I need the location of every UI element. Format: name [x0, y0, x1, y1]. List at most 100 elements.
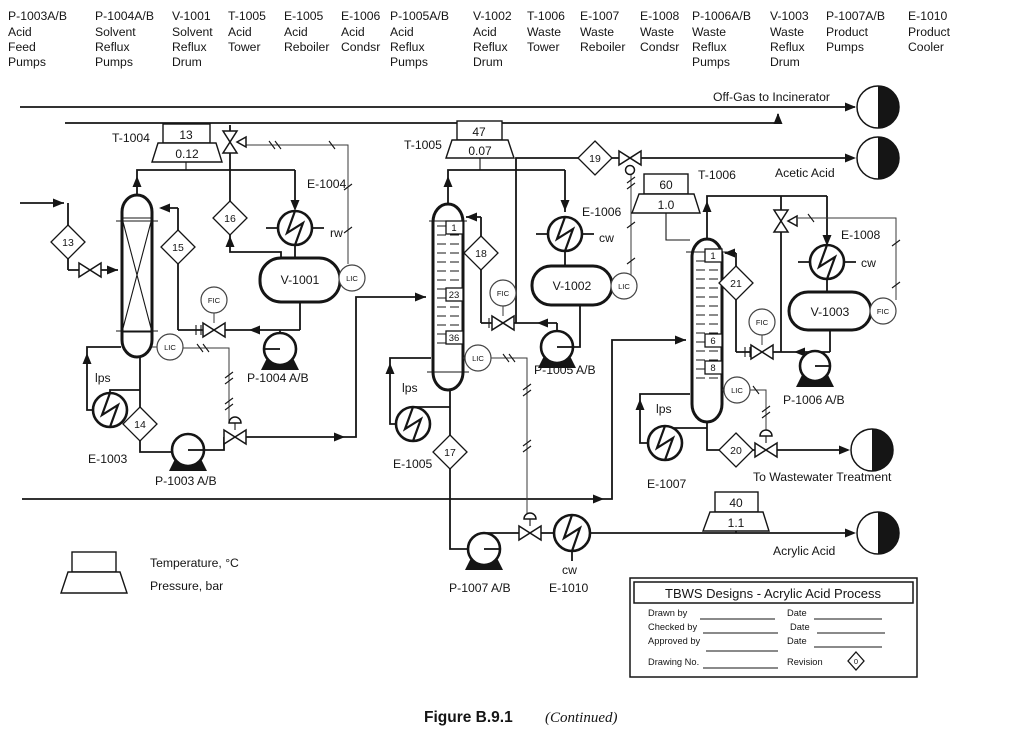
label-acrylic: Acrylic Acid	[773, 544, 835, 558]
flag-t1006-pres: 1.0	[658, 198, 675, 212]
pump-p1007	[465, 531, 503, 570]
valve-p1003-discharge	[223, 416, 247, 446]
valve-acetic-product	[618, 149, 642, 176]
valve-t1004-vent	[221, 130, 247, 154]
stream-20: 20	[730, 445, 742, 457]
label-p1003: P-1003 A/B	[155, 474, 217, 488]
pump-p1005	[538, 329, 576, 368]
svg-text:Waste: Waste	[692, 25, 726, 39]
svg-text:Pumps: Pumps	[95, 55, 133, 69]
svg-text:Acid: Acid	[390, 25, 414, 39]
label-t1005: T-1005	[404, 138, 442, 152]
label-offgas: Off-Gas to Incinerator	[713, 90, 830, 104]
label-e1005: E-1005	[393, 457, 433, 471]
caption-continued: (Continued)	[545, 710, 618, 726]
valve-p1004-reflux	[202, 313, 226, 339]
tb-approved-label: Approved by	[648, 636, 701, 646]
fic-v1003: FIC	[877, 307, 890, 316]
svg-text:Waste: Waste	[527, 25, 561, 39]
svg-text:Reflux: Reflux	[770, 40, 805, 54]
stream-15: 15	[172, 242, 184, 254]
flag-t1004: 13 0.12	[151, 123, 223, 170]
label-e1007: E-1007	[647, 477, 687, 491]
svg-text:Feed: Feed	[8, 40, 36, 54]
figure-caption: Figure B.9.1 (Continued)	[424, 709, 618, 726]
hdr-tag-1: P-1004A/B	[95, 9, 154, 23]
label-t1004: T-1004	[112, 131, 150, 145]
exchanger-e1006	[536, 215, 594, 253]
svg-text:Drum: Drum	[172, 55, 202, 69]
svg-text:Product: Product	[826, 25, 869, 39]
offpage-connectors	[850, 85, 900, 555]
label-e1004: E-1004	[307, 177, 347, 191]
valves	[78, 130, 798, 542]
tb-date-label-2: Date	[790, 622, 810, 632]
lic-t1005: LIC	[472, 354, 484, 363]
tray-number: 1	[451, 223, 456, 234]
svg-text:Cooler: Cooler	[908, 40, 944, 54]
svg-text:Solvent: Solvent	[95, 25, 136, 39]
offpage-wastewater-icon	[850, 428, 894, 472]
offpage-acetic-icon	[856, 136, 900, 180]
valve-p1005-reflux	[491, 306, 515, 332]
label-e1003: E-1003	[88, 452, 128, 466]
svg-text:Drum: Drum	[770, 55, 800, 69]
exchanger-e1005	[394, 405, 432, 443]
svg-text:Reflux: Reflux	[172, 40, 207, 54]
hdr-tag-3: T-1005	[228, 9, 266, 23]
tb-revision-label: Revision	[787, 657, 823, 667]
exchanger-e1003	[91, 391, 129, 429]
legend-flag-box	[71, 551, 117, 573]
label-rw: rw	[330, 226, 343, 240]
hdr-tag-5: E-1006	[341, 9, 381, 23]
hdr-tag-10: E-1008	[640, 9, 680, 23]
stream-16: 16	[224, 213, 236, 225]
stream-14: 14	[134, 419, 146, 431]
label-e1006: E-1006	[582, 205, 622, 219]
stream-17: 17	[444, 447, 456, 459]
svg-text:Acid: Acid	[8, 25, 32, 39]
label-e1008: E-1008	[841, 228, 881, 242]
valve-acrylic-product	[518, 512, 542, 542]
flag-product-pres: 1.1	[728, 516, 745, 530]
label-acetic: Acetic Acid	[775, 166, 835, 180]
hdr-tag-9: E-1007	[580, 9, 620, 23]
stream-13: 13	[62, 237, 74, 249]
flag-t1004-pres: 0.12	[175, 147, 199, 161]
svg-text:Acid: Acid	[228, 25, 252, 39]
label-e1010: E-1010	[549, 581, 589, 595]
hdr-tag-2: V-1001	[172, 9, 211, 23]
hdr-tag-4: E-1005	[284, 9, 324, 23]
tb-date-label-1: Date	[787, 608, 807, 618]
tb-checked-label: Checked by	[648, 622, 697, 632]
svg-text:Reflux: Reflux	[390, 40, 425, 54]
tb-date-label-3: Date	[787, 636, 807, 646]
svg-text:Pumps: Pumps	[390, 55, 428, 69]
label-lps-3: lps	[656, 402, 672, 416]
exchanger-e1008	[798, 243, 856, 281]
flag-product-temp: 40	[729, 496, 743, 510]
valve-v1003-bypass	[772, 209, 798, 233]
label-lps-1: lps	[95, 371, 111, 385]
exchanger-e1010	[552, 513, 592, 561]
tray-number: 8	[710, 363, 715, 374]
label-p1004: P-1004 A/B	[247, 371, 309, 385]
hdr-tag-14: E-1010	[908, 9, 948, 23]
svg-text:Product: Product	[908, 25, 951, 39]
legend-flag-trapezoid	[60, 571, 128, 594]
valve-t1004-feed	[78, 261, 102, 279]
svg-text:Reboiler: Reboiler	[580, 40, 625, 54]
label-wastewater: To Wastewater Treatment	[753, 470, 892, 484]
label-lps-2: lps	[402, 381, 418, 395]
tb-revision-value: 0	[854, 657, 858, 666]
stream-21: 21	[730, 278, 742, 290]
legend: Temperature, °C Pressure, bar	[60, 551, 239, 594]
svg-text:Tower: Tower	[527, 40, 560, 54]
svg-text:Drum: Drum	[473, 55, 503, 69]
flag-t1005-pres: 0.07	[468, 144, 492, 158]
label-cw-3: cw	[562, 563, 577, 577]
label-t1006: T-1006	[698, 168, 736, 182]
svg-text:Pumps: Pumps	[8, 55, 46, 69]
label-cw-2: cw	[861, 256, 876, 270]
